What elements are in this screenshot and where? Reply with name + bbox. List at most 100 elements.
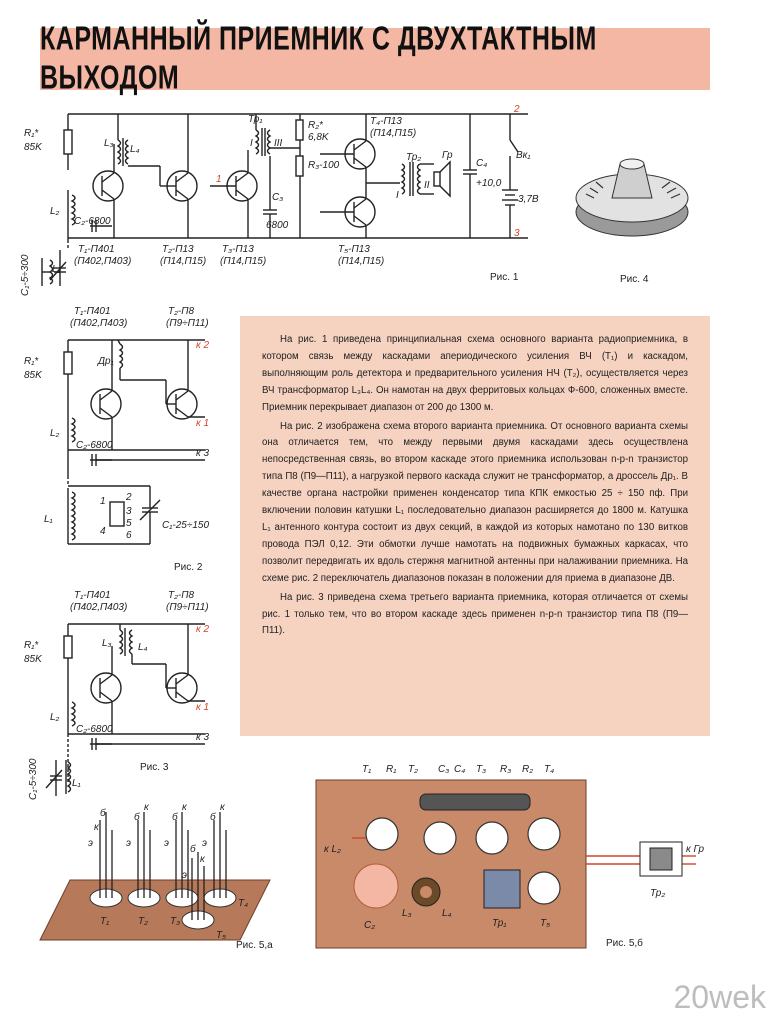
fig1-t2-alt: (П14,П15) — [160, 256, 206, 267]
fig2-l2: L₂ — [50, 428, 60, 439]
fig5a-t2-emitter: э — [126, 838, 131, 849]
fig3-t1-alt: (П402,П403) — [70, 602, 127, 613]
fig1-l3: L₃ — [104, 138, 114, 149]
fig5b-tp1: Тр₁ — [492, 918, 507, 929]
fig1-t2: T₂-П13 — [162, 244, 194, 255]
fig2-r1-value: 85K — [24, 370, 43, 381]
fig3-r1: R₁* — [24, 640, 39, 651]
fig3-t2: T₂-П8 — [168, 590, 194, 601]
fig5b-tp2: Тр₂ — [650, 888, 665, 899]
fig5a-t2-collector: к — [144, 802, 150, 813]
fig1-node-1: 1 — [216, 174, 222, 185]
fig3-c2: C₂-6800 — [76, 724, 113, 735]
fig1-c4-value: +10,0 — [476, 178, 502, 189]
fig1-r2-value: 6,8K — [308, 132, 330, 143]
fig5b-caption: Рис. 5,б — [606, 937, 643, 949]
fig5a-t4-collector: к — [220, 802, 226, 813]
figure-5b-board: T₁ R₁ T₂ C₃ C₄ T₃ R₃ R₂ T₄ к L₂ C₂ L₃ L₄… — [315, 764, 705, 949]
fig5b-t4: T₄ — [544, 764, 554, 775]
fig5b-t2: T₂ — [408, 764, 418, 775]
fig2-switch-5: 5 — [126, 518, 132, 529]
fig2-k3: к 3 — [196, 448, 210, 459]
page-title: КАРМАННЫЙ ПРИЕМНИК С ДВУХТАКТНЫМ ВЫХОДОМ — [40, 19, 597, 97]
fig3-l4: L₄ — [138, 642, 148, 653]
fig3-k1: к 1 — [196, 702, 209, 713]
fig5b-r3: R₃ — [500, 764, 511, 775]
fig4-caption: Рис. 4 — [620, 274, 649, 285]
figure-3-antenna-coil: L₁ C₁-5÷300 — [28, 758, 81, 800]
fig5a-label-t4: T₄ — [238, 898, 248, 909]
fig2-switch-3: 3 — [126, 506, 132, 517]
fig3-caption: Рис. 3 — [140, 762, 169, 773]
fig5a-t1-base: б — [100, 807, 106, 819]
fig1-winding-ii: II — [424, 180, 430, 191]
fig1-l2: L₂ — [50, 206, 60, 217]
fig1-t3: T₃-П13 — [222, 244, 254, 255]
fig5b-t3: T₃ — [476, 764, 486, 775]
fig1-c3: C₃ — [272, 192, 283, 203]
article-text: На рис. 1 приведена принципиальная схема… — [240, 316, 710, 736]
fig5b-k-gr: к Гр — [686, 844, 705, 855]
fig1-winding-i-2: I — [396, 190, 399, 201]
article-paragraph-3: На рис. 3 приведена схема третьего вариа… — [262, 591, 688, 637]
fig5a-t1-collector: к — [94, 822, 100, 833]
fig1-c1: C₁-5÷300 — [20, 254, 31, 296]
fig5a-t1-emitter: э — [88, 838, 93, 849]
fig2-l1: L₁ — [44, 514, 53, 525]
watermark: 20wek — [673, 979, 767, 1015]
fig2-caption: Рис. 2 — [174, 562, 203, 573]
fig5a-t5-collector: к — [200, 854, 206, 865]
fig5a-t5-emitter: э — [182, 870, 187, 881]
fig5b-t1: T₁ — [362, 764, 371, 775]
fig1-t1: T₁-П401 — [78, 244, 115, 255]
fig1-r1-value: 85K — [24, 142, 43, 153]
fig5a-label-t5: T₅ — [216, 930, 226, 941]
figure-5a-board: б к э б к э б к э б к э б к э T₁ T₂ T₃ T… — [39, 802, 273, 951]
fig2-t2: T₂-П8 — [168, 306, 194, 317]
fig5b-c3: C₃ — [438, 764, 449, 775]
fig1-t1-alt: (П402,П403) — [74, 256, 131, 267]
fig1-r3: R₃-100 — [308, 160, 340, 171]
fig3-r1-value: 85K — [24, 654, 43, 665]
fig2-t1-alt: (П402,П403) — [70, 318, 127, 329]
fig5a-label-t3: T₃ — [170, 916, 180, 927]
figure-3-schematic: T₁-П401 (П402,П403) T₂-П8 (П9÷П11) R₁* 8… — [24, 590, 210, 784]
fig5a-t3-base: б — [172, 811, 178, 823]
fig5b-c2: C₂ — [364, 920, 375, 931]
fig2-r1: R₁* — [24, 356, 39, 367]
article-paragraph-2: На рис. 2 изображена схема второго вариа… — [262, 420, 688, 584]
figure-4-tuning-knob: Рис. 4 — [575, 158, 689, 285]
fig3-l3: L₃ — [102, 638, 112, 649]
fig5b-r1: R₁ — [386, 764, 396, 775]
fig1-t4-alt: (П14,П15) — [370, 128, 416, 139]
fig5b-t5: T₅ — [540, 918, 550, 929]
fig3-t1: T₁-П401 — [74, 590, 111, 601]
fig2-switch-2: 2 — [125, 492, 132, 503]
fig5a-t3-emitter: э — [164, 838, 169, 849]
fig1-trp1: Тр₁ — [248, 114, 263, 125]
fig2-t1: T₁-П401 — [74, 306, 111, 317]
fig1-node-3: 3 — [514, 228, 520, 239]
article-paragraph-1: На рис. 1 приведена принципиальная схема… — [262, 334, 688, 413]
fig2-switch-6: 6 — [126, 530, 132, 541]
fig1-t5: T₅-П13 — [338, 244, 370, 255]
fig5a-t2-base: б — [134, 811, 140, 823]
fig5a-t3-collector: к — [182, 802, 188, 813]
fig5a-t4-emitter: э — [202, 838, 207, 849]
fig5a-label-t2: T₂ — [138, 916, 148, 927]
figure-2-schematic: T₁-П401 (П402,П403) T₂-П8 (П9÷П11) R₁* 8… — [24, 306, 210, 573]
fig5b-l3: L₃ — [402, 908, 412, 919]
fig2-switch-1: 1 — [100, 496, 106, 507]
fig5b-l4: L₄ — [442, 908, 452, 919]
fig2-c2: C₂-6800 — [76, 440, 113, 451]
fig3-k2: к 2 — [196, 624, 210, 635]
fig1-r2: R₂* — [308, 120, 324, 131]
fig5b-c4: C₄ — [454, 764, 465, 775]
fig1-gr: Гр — [442, 150, 453, 161]
fig5a-t4-base: б — [210, 811, 216, 823]
fig5b-k-l2: к L₂ — [324, 844, 341, 855]
fig1-winding-i: I — [250, 138, 253, 149]
fig2-t2-alt: (П9÷П11) — [166, 318, 209, 329]
fig2-k2: к 2 — [196, 340, 210, 351]
fig1-trp2: Тр₂ — [406, 152, 421, 163]
